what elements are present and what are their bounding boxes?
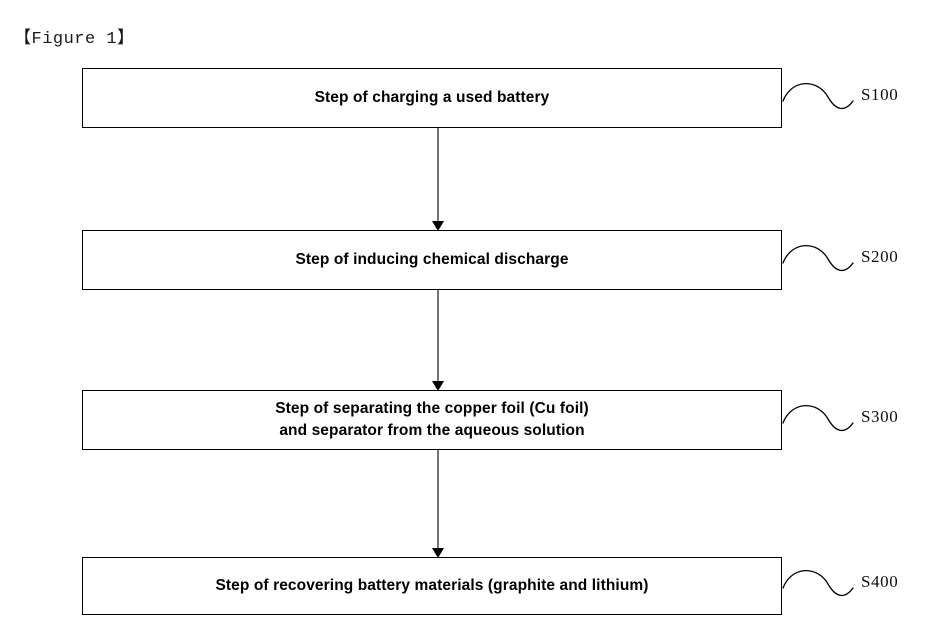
step-reference-s300: S300 <box>861 407 899 426</box>
step-reference-s400: S400 <box>861 572 899 591</box>
flow-step-box-s100: Step of charging a used battery <box>82 68 782 128</box>
leader-line-s100 <box>782 83 854 110</box>
flow-arrow-s200-to-s300 <box>432 290 444 391</box>
flow-step-label-s400: Step of recovering battery materials (gr… <box>215 576 649 594</box>
flow-step-box-s300: Step of separating the copper foil (Cu f… <box>82 390 782 450</box>
flow-step-label-s100: Step of charging a used battery <box>314 88 550 106</box>
leader-line-s200 <box>782 245 854 272</box>
figure-caption: 【Figure 1】 <box>14 30 135 49</box>
step-reference-s100: S100 <box>861 85 899 104</box>
flow-step-box-s200: Step of inducing chemical discharge <box>82 230 782 290</box>
flow-arrow-s100-to-s200 <box>432 128 444 231</box>
flow-arrow-s300-to-s400 <box>432 450 444 558</box>
flow-step-label-s200: Step of inducing chemical discharge <box>295 250 569 268</box>
step-reference-s200: S200 <box>861 247 899 266</box>
leader-line-s400 <box>782 570 854 597</box>
flow-step-box-s400: Step of recovering battery materials (gr… <box>82 557 782 615</box>
flow-step-label-s300: Step of separating the copper foil (Cu f… <box>275 399 589 439</box>
leader-line-s300 <box>782 405 854 432</box>
